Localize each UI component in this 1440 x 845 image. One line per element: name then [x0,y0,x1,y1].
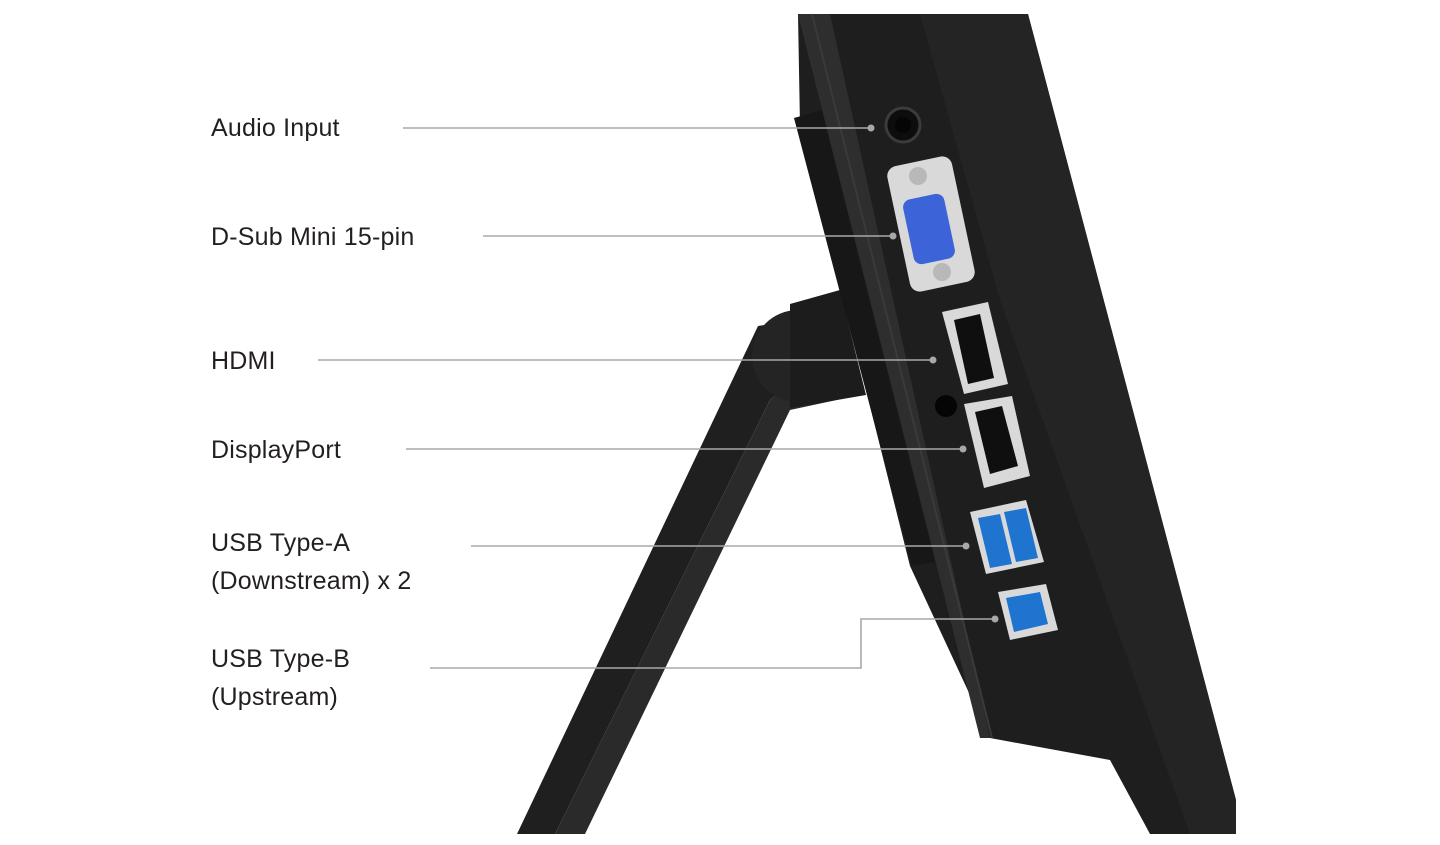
label-line: DisplayPort [211,436,342,464]
vga-connector [887,156,975,292]
hdmi-port [942,302,1008,394]
label-line: USB Type-B [211,645,351,673]
label-line: D-Sub Mini 15-pin [211,223,415,251]
label-line: (Upstream) [211,683,339,711]
label-d-sub: D-Sub Mini 15-pin [211,218,415,256]
round-button [935,395,957,417]
audio-jack [884,106,922,144]
label-line: HDMI [211,347,276,375]
label-hdmi: HDMI [211,342,276,380]
usb-b-port [998,584,1058,640]
usb-a-ports [970,500,1044,574]
label-usb-type-a: USB Type-A (Downstream) x 2 [211,524,411,600]
label-usb-type-b: USB Type-B (Upstream) [211,640,350,716]
monitor-stand [517,290,866,834]
displayport-port [964,396,1030,488]
label-line: (Downstream) x 2 [211,567,412,595]
label-line: Audio Input [211,114,340,142]
label-line: USB Type-A [211,529,351,557]
label-displayport: DisplayPort [211,431,341,469]
leader-line-usb-b [430,618,995,669]
leader-dots [867,124,999,623]
label-audio-input: Audio Input [211,109,340,147]
leader-lines [318,127,995,669]
